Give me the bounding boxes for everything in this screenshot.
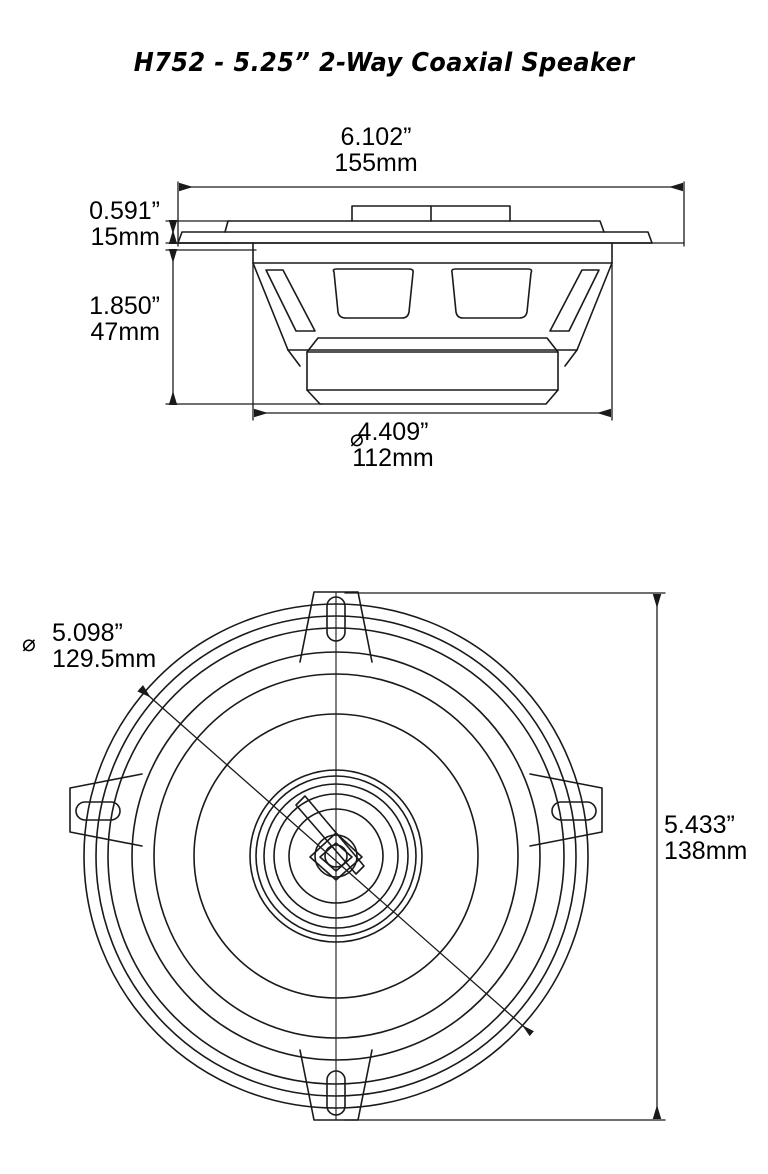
page-title: H752 - 5.25” 2-Way Coaxial Speaker [0, 48, 768, 78]
side-view-dimensions [165, 181, 685, 421]
dim-mounting-depth-inch: 1.850” [89, 292, 160, 320]
dim-flange-height-inch: 0.591” [89, 197, 160, 225]
dim-label-flange-height: 0.591” 15mm [8, 198, 160, 250]
dim-label-mounting-depth: 1.850” 47mm [8, 293, 160, 345]
dim-overall-height-inch: 5.433” [664, 811, 735, 839]
diameter-symbol-cutout-glyph: ⌀ [350, 426, 364, 452]
diameter-symbol-bolt-circle-glyph: ⌀ [22, 631, 36, 657]
dim-label-overall-width: 6.102” 155mm [296, 124, 456, 176]
diameter-icon-bolt-circle: ⌀ [22, 633, 36, 656]
dim-label-overall-height: 5.433” 138mm [664, 812, 768, 864]
dim-cutout-diameter-inch: 4.409” [357, 418, 429, 446]
dim-overall-width-mm: 155mm [334, 149, 418, 177]
page-title-text: H752 - 5.25” 2-Way Coaxial Speaker [133, 48, 635, 78]
diameter-icon-cutout: ⌀ [350, 428, 364, 451]
mount-tab-right [529, 773, 603, 847]
plan-view-dimensions [137, 592, 666, 1121]
dim-bolt-circle-inch: 5.098” [52, 619, 123, 647]
basket-left-taper [252, 262, 289, 351]
basket-window-left [332, 268, 414, 319]
magnet-assembly-outline [306, 337, 559, 405]
basket-upper-rim [252, 242, 613, 264]
flange-plate-outline [177, 231, 653, 244]
mount-tab-left [69, 773, 143, 847]
grille-seat-step [224, 220, 605, 233]
basket-window-right [451, 268, 533, 319]
dim-leader-bolt-circle [137, 684, 534, 1037]
dim-label-cutout-diameter: 4.409” 112mm [305, 419, 481, 471]
dim-bolt-circle-mm: 129.5mm [52, 645, 157, 673]
dim-overall-width-inch: 6.102” [340, 123, 412, 151]
dim-mounting-depth-mm: 47mm [90, 318, 160, 346]
basket-rib-left [265, 269, 316, 332]
basket-right-taper [576, 262, 613, 351]
dim-label-bolt-circle: 5.098” 129.5mm [52, 620, 232, 672]
dim-flange-height-mm: 15mm [90, 223, 160, 251]
dim-overall-height-mm: 138mm [664, 837, 748, 865]
magnet-shoulder [287, 349, 578, 367]
basket-rib-right [549, 269, 600, 332]
side-view-geometry [177, 205, 653, 405]
dim-cutout-diameter-mm: 112mm [352, 444, 434, 472]
